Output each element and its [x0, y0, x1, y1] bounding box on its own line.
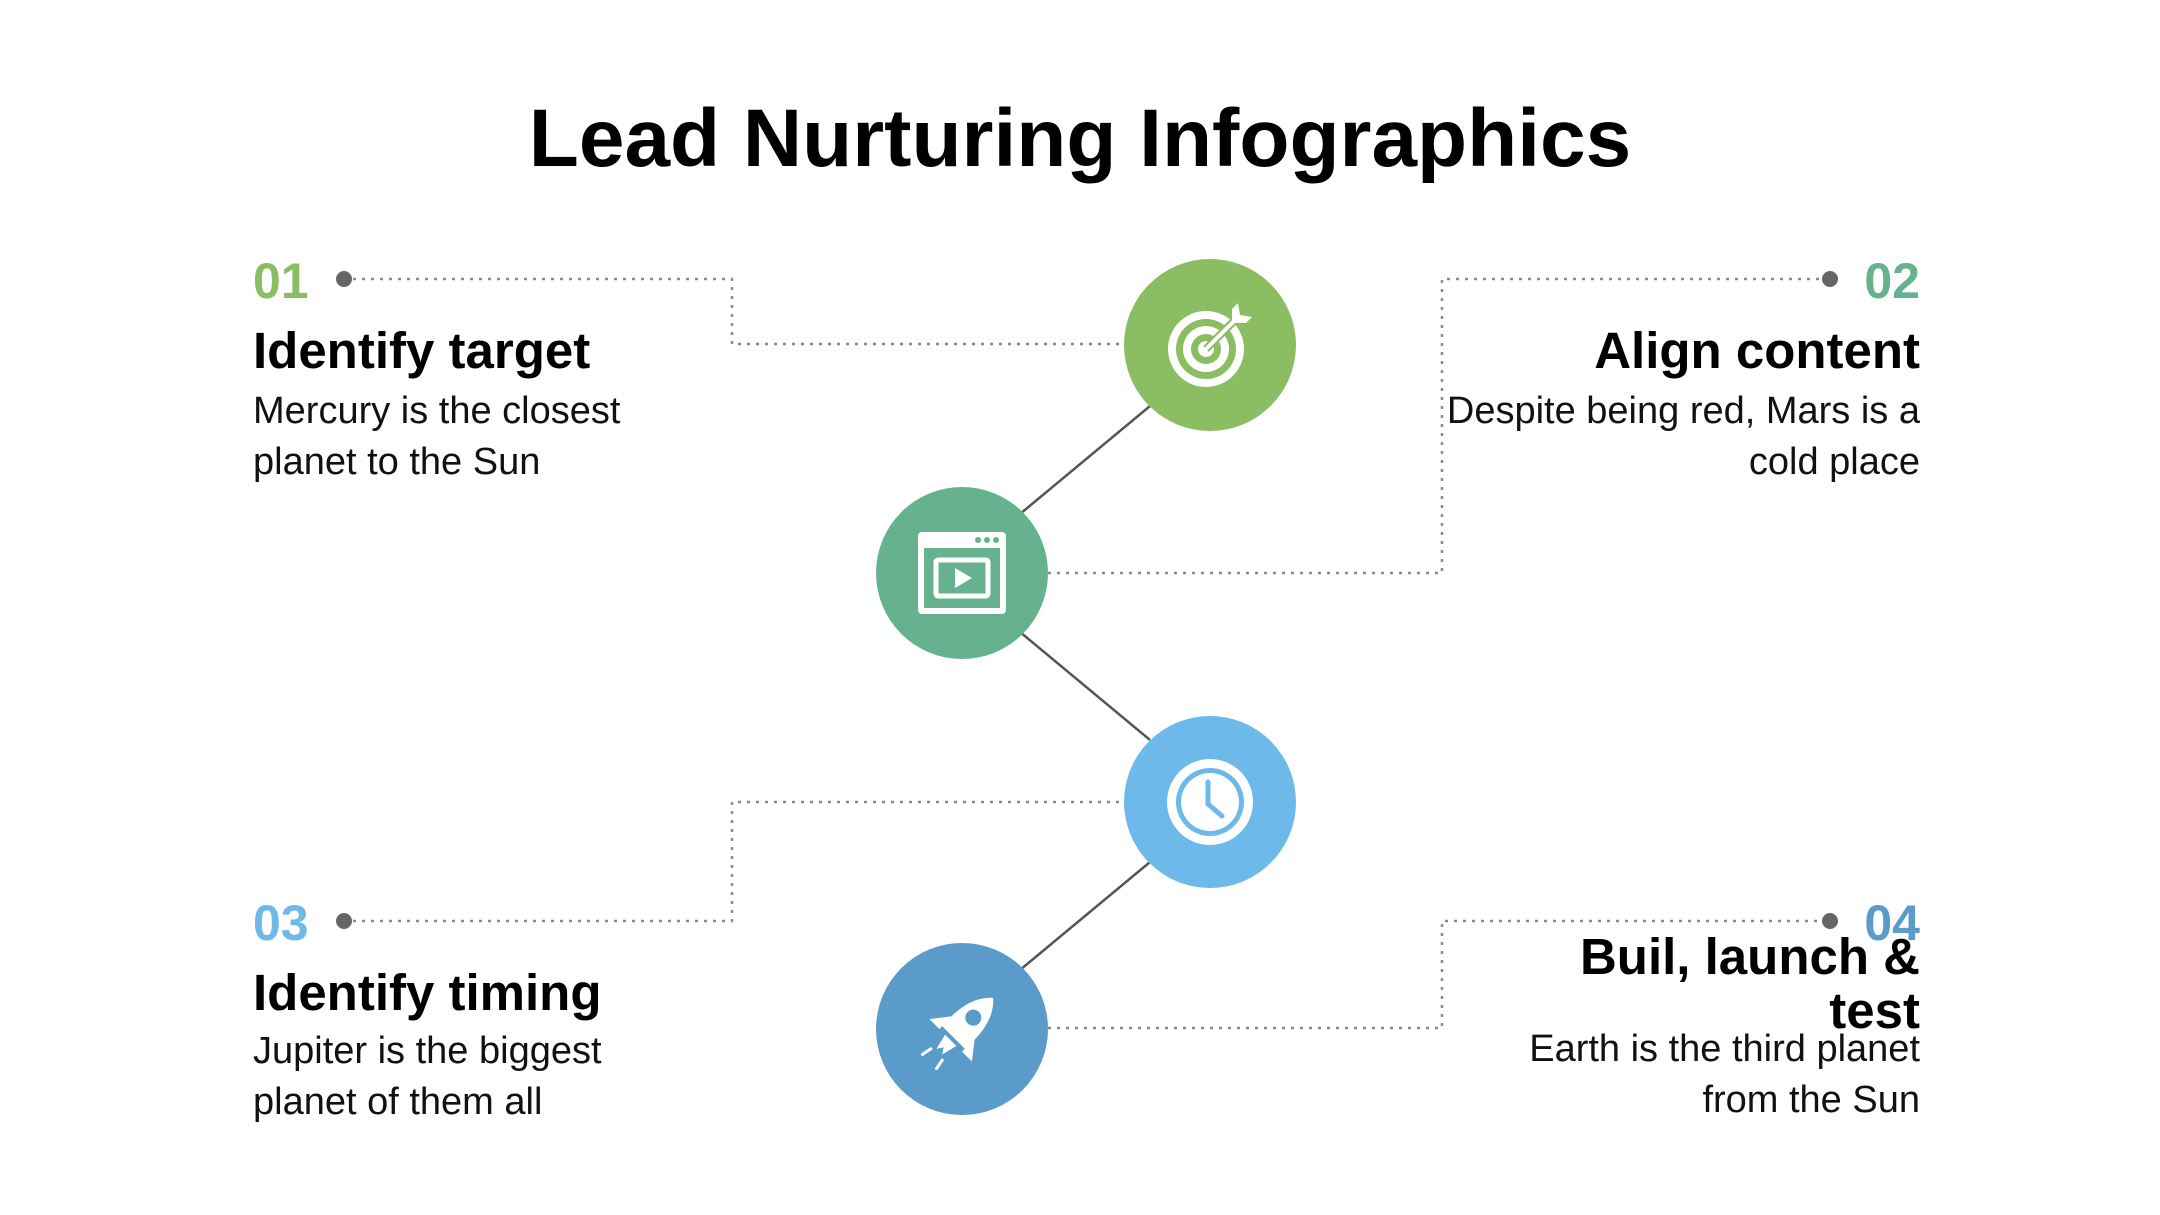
step-description-04: Earth is the third planet from the Sun [1529, 1028, 1920, 1122]
step-circle-03 [1124, 716, 1296, 888]
step-circle-04 [876, 943, 1048, 1115]
clock-icon [1167, 759, 1253, 845]
connector-3-4 [1019, 861, 1151, 971]
step-number-01: 01 [253, 253, 309, 309]
step-description-03: Jupiter is the biggest planet of them al… [253, 1030, 602, 1124]
target-icon [1168, 303, 1252, 387]
connector-1-2 [1019, 405, 1151, 515]
step-number-04: 04 [1864, 895, 1920, 951]
rocket-icon [920, 997, 994, 1071]
leader-dot-03 [336, 913, 352, 929]
page-title: Lead Nurturing Infographics [528, 93, 1632, 184]
leader-03 [344, 800, 1124, 923]
step-heading-03: Identify timing [253, 964, 602, 1021]
step-description-01: Mercury is the closest planet to the Sun [253, 390, 621, 484]
step-heading-04: Buil, launch & test [1579, 928, 1920, 1039]
step-heading-01: Identify target [253, 322, 591, 379]
step-circle-01 [1124, 259, 1296, 431]
step-heading-02: Align content [1594, 322, 1920, 379]
step-number-02: 02 [1864, 253, 1920, 309]
step-description-02: Despite being red, Mars is a cold place [1446, 390, 1920, 484]
connector-2-3 [1019, 631, 1151, 741]
leader-dot-01 [336, 271, 352, 287]
step-number-03: 03 [253, 895, 309, 951]
video-window-icon [918, 532, 1006, 614]
step-circle-02 [876, 487, 1048, 659]
